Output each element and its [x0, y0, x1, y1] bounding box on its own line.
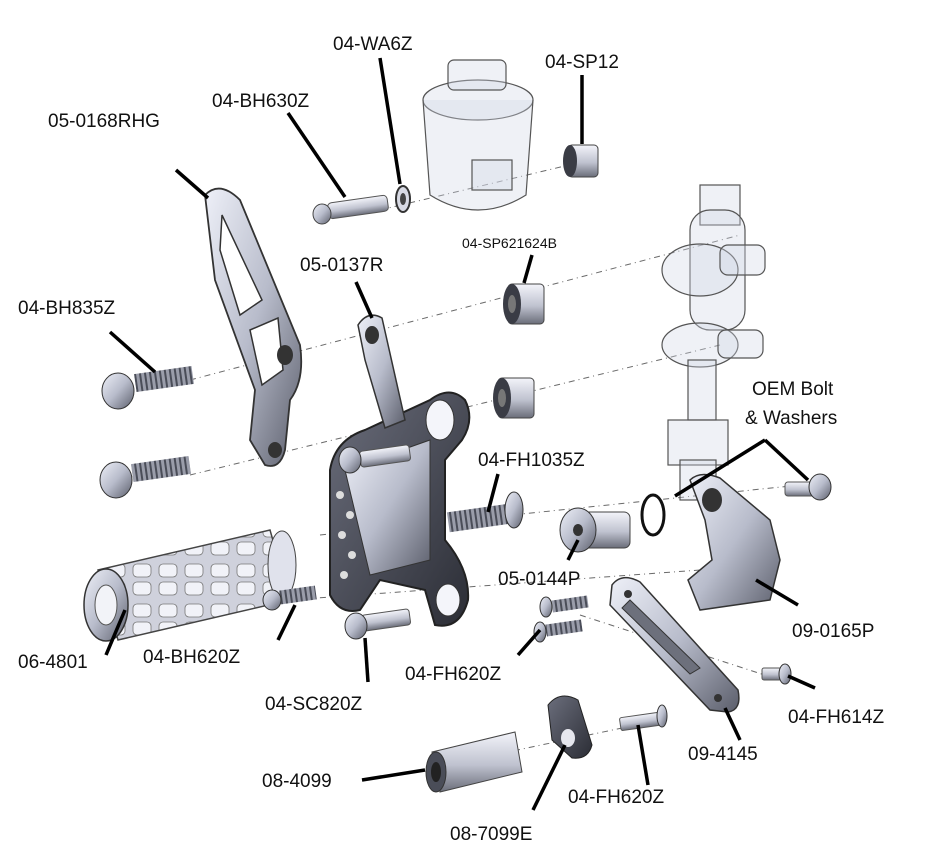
label-rhg: 05-0168RHG: [48, 111, 160, 132]
part-labels: 04-WA6Z 04-SP12 04-BH630Z 05-0168RHG 04-…: [18, 34, 884, 845]
label-4801: 06-4801: [18, 652, 88, 673]
label-sp621624b: 04-SP621624B: [462, 235, 557, 251]
bolt-fh620z-upper: [539, 595, 589, 618]
lever-0165p: [687, 473, 781, 611]
spacer-sp12: [563, 144, 599, 178]
rearset-main-body: [329, 391, 471, 627]
label-0144p: 05-0144P: [498, 569, 580, 590]
label-7099e: 08-7099E: [450, 824, 532, 845]
oem-washer: [640, 493, 666, 537]
master-cylinder-ghost: [661, 184, 766, 501]
bolt-sc820z: [344, 608, 411, 640]
label-bh620z: 04-BH620Z: [143, 647, 241, 668]
sleeve-4099: [425, 731, 523, 793]
spacer-middle: [493, 377, 535, 419]
bolt-bh630z: [312, 194, 389, 225]
bolt-bh620z: [262, 585, 317, 611]
label-fh614z: 04-FH614Z: [788, 707, 884, 728]
bolt-fh620z-lower: [533, 619, 583, 643]
bolt-bh835z: [101, 366, 194, 410]
label-oem-bolt: OEM Bolt: [752, 379, 834, 400]
bolt-fh1035z: [446, 491, 524, 533]
label-fh1035z: 04-FH1035Z: [478, 450, 585, 471]
rod-end-7099e: [547, 695, 593, 759]
heel-guard-plate: [204, 187, 303, 467]
label-oem-washers: & Washers: [745, 408, 837, 429]
bolt-fh620z-bottom: [619, 704, 668, 731]
label-0165p: 09-0165P: [792, 621, 874, 642]
label-bh630z: 04-BH630Z: [212, 91, 310, 112]
bolt-sc-upper: [338, 444, 411, 474]
bolt-fh614z: [761, 663, 792, 685]
label-sc820z: 04-SC820Z: [265, 694, 363, 715]
spacer-sp621624b: [503, 283, 545, 325]
label-0137r: 05-0137R: [300, 255, 383, 276]
pivot-0144p: [559, 507, 631, 553]
bolt-lower-long: [99, 456, 191, 499]
link-arm-4145: [609, 576, 740, 713]
label-fh620z-a: 04-FH620Z: [405, 664, 501, 685]
footpeg-grip: [83, 529, 297, 642]
label-fh620z-b: 04-FH620Z: [568, 787, 664, 808]
washer-wa6z: [395, 185, 411, 213]
reservoir-ghost: [422, 59, 534, 211]
label-sp12: 04-SP12: [545, 52, 619, 73]
arm-05-0137r: [357, 314, 406, 430]
label-4145: 09-4145: [688, 744, 758, 765]
label-bh835z: 04-BH835Z: [18, 298, 116, 319]
leader-lines: [104, 57, 816, 811]
label-4099: 08-4099: [262, 771, 332, 792]
oem-bolt: [784, 473, 832, 501]
label-wa6z: 04-WA6Z: [333, 34, 413, 55]
